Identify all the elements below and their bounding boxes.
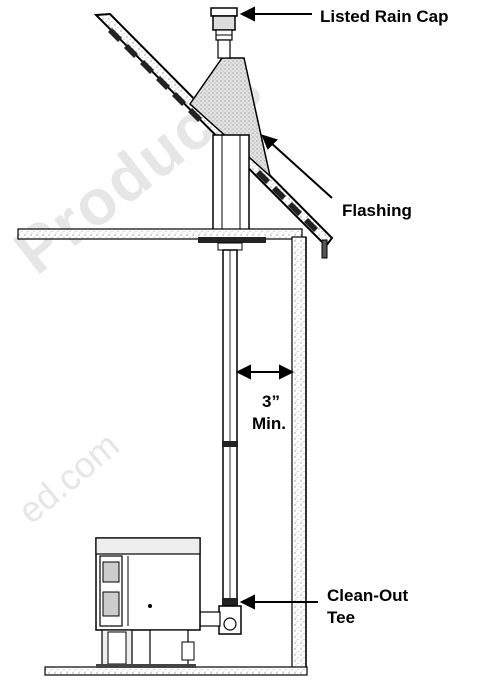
wall — [291, 236, 307, 670]
flashing-label: Flashing — [342, 201, 412, 220]
floor — [44, 666, 308, 676]
flashing-cone — [189, 57, 272, 179]
vent-pipe — [222, 249, 238, 606]
clearance-value-label: 3” — [262, 392, 280, 411]
rain-cap-label: Listed Rain Cap — [320, 7, 449, 26]
stove — [95, 537, 201, 668]
clean-out-tee — [199, 605, 242, 635]
rain-cap — [210, 7, 238, 59]
leader-arrows — [235, 6, 333, 610]
clearance-unit-label: Min. — [252, 414, 286, 433]
ceiling — [17, 228, 303, 251]
chimney-chase — [212, 134, 250, 236]
clean-out-label-line1: Clean-Out — [327, 586, 409, 605]
clean-out-label-line2: Tee — [327, 608, 356, 627]
